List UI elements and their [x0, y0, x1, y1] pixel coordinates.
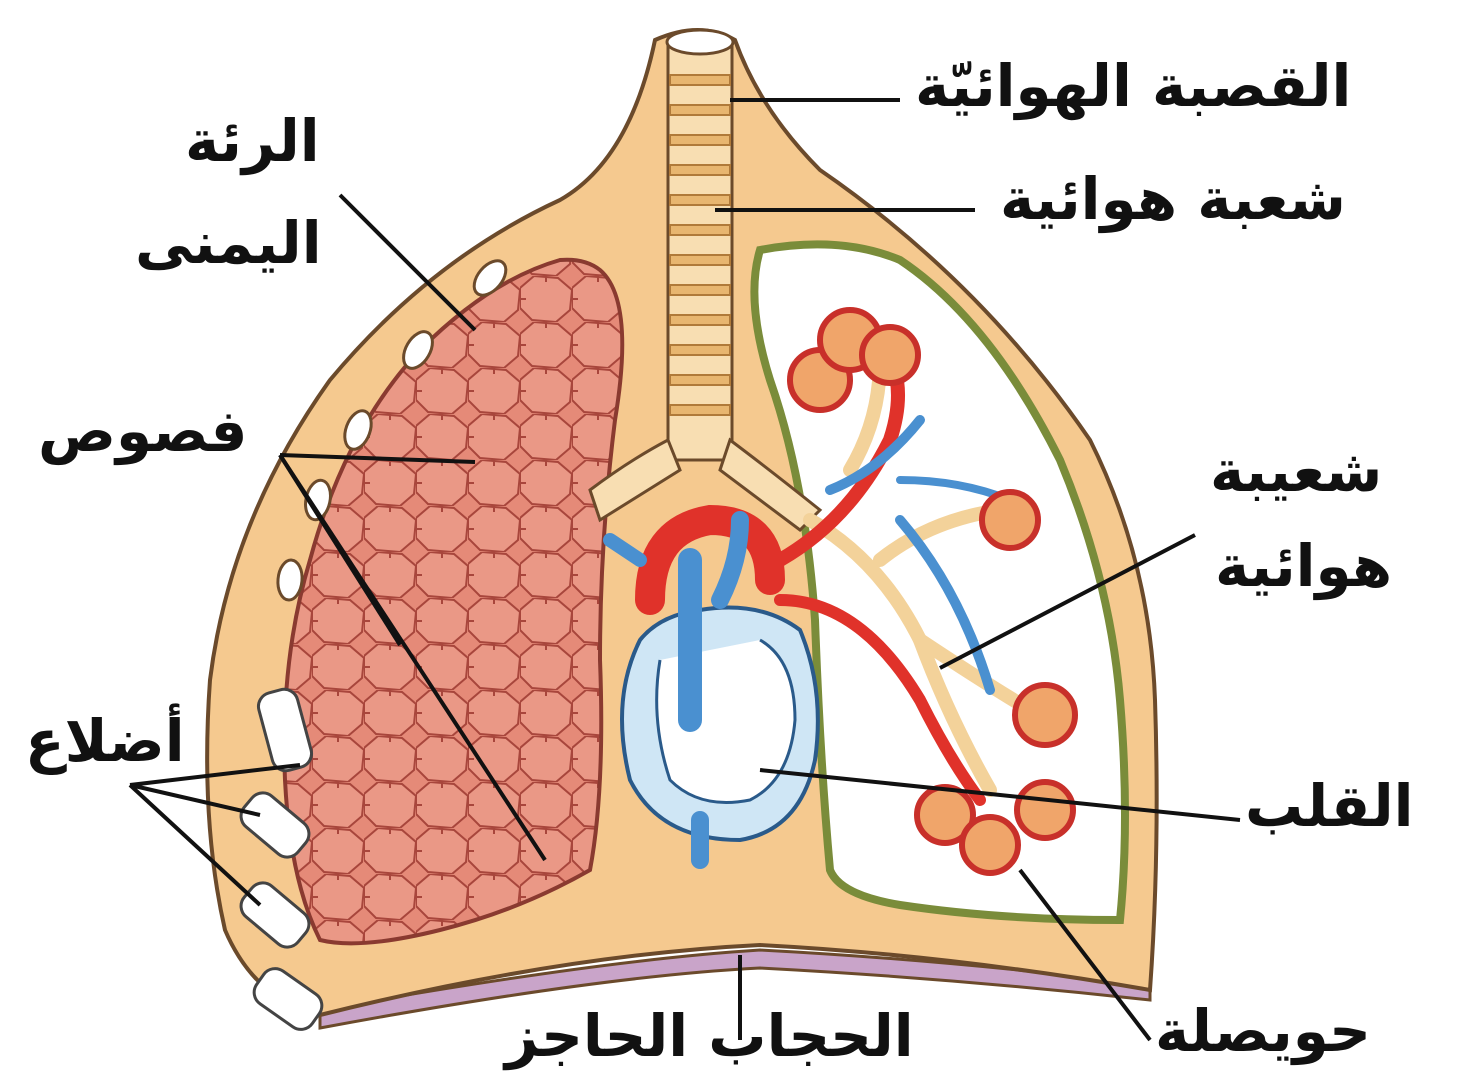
label-bronchus: شعبة هوائية — [1000, 168, 1346, 232]
heart — [622, 608, 818, 841]
label-diaphragm: الحجاب الحاجز — [505, 1005, 914, 1069]
label-bronchiole-line1: شعيبة — [1210, 440, 1382, 504]
right-lung — [284, 260, 622, 944]
label-lobes: فصوص — [38, 400, 248, 464]
label-trachea: القصبة الهوائيّة — [915, 55, 1351, 119]
label-ribs: أضلاع — [25, 710, 185, 774]
label-right-lung-line2: اليمنى — [135, 212, 322, 276]
trachea — [667, 30, 733, 460]
label-alveolus: حويصلة — [1155, 1000, 1371, 1064]
label-bronchiole-line2: هوائية — [1215, 535, 1392, 599]
label-heart: القلب — [1245, 775, 1413, 839]
label-right-lung-line1: الرئة — [185, 110, 320, 174]
